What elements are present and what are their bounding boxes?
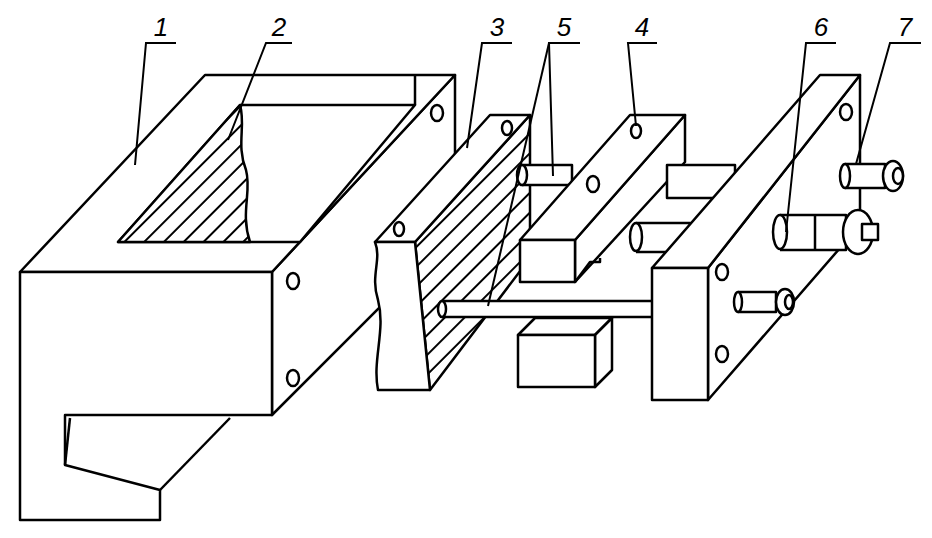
bolt [840, 164, 850, 188]
bolt [738, 292, 776, 312]
slide-bar [575, 258, 600, 282]
screw [773, 210, 878, 254]
callout-number: 2 [272, 14, 286, 40]
leader-line [467, 43, 512, 148]
bolt [785, 295, 793, 309]
screw [780, 215, 846, 250]
leader-line [228, 43, 292, 140]
hatched-plate [502, 121, 512, 135]
leader-line [549, 43, 580, 176]
c-frame [65, 418, 70, 465]
end-plate [652, 75, 860, 400]
c-frame [20, 75, 455, 520]
hatched-plate [375, 115, 530, 390]
slide-bar [587, 176, 599, 192]
hatched-plate [375, 242, 430, 390]
callout-number: 1 [154, 14, 168, 40]
c-frame [287, 273, 299, 289]
leader-line [488, 43, 549, 306]
c-frame [20, 272, 272, 520]
end-plate [716, 346, 728, 362]
callout-number: 7 [898, 14, 912, 40]
slide-bar [595, 318, 612, 387]
leader-line [856, 43, 921, 164]
bolt [734, 161, 903, 315]
slide-bar [520, 115, 685, 240]
c-frame [431, 105, 443, 121]
guide-pin [442, 301, 656, 317]
leader-line [135, 43, 921, 306]
hatched-plate [394, 222, 404, 236]
bolt [883, 161, 903, 191]
leader-line [786, 43, 836, 232]
c-frame [287, 370, 299, 386]
end-plate [652, 75, 860, 268]
c-frame [118, 105, 415, 242]
screw [773, 215, 787, 249]
slide-bar [631, 124, 641, 138]
guide-pin [438, 301, 446, 317]
c-frame [414, 75, 417, 105]
end-plate [716, 264, 728, 280]
leader-line [135, 43, 176, 165]
end-plate [652, 268, 708, 400]
screw [814, 215, 817, 250]
bolt [734, 292, 742, 312]
screw [862, 224, 878, 240]
slide-bar [520, 240, 575, 282]
c-frame [160, 418, 230, 490]
slide-bar [518, 335, 595, 387]
slide-bar [630, 223, 642, 251]
callout-number: 5 [557, 14, 571, 40]
end-plate [840, 104, 852, 120]
callout-number: 3 [490, 14, 504, 40]
callout-number: 4 [635, 14, 649, 40]
bolt [893, 168, 903, 184]
guide-pin [522, 165, 572, 185]
callout-number: 6 [814, 14, 828, 40]
exploded-view [20, 75, 903, 520]
leader-line [628, 43, 657, 126]
bolt [776, 289, 794, 315]
